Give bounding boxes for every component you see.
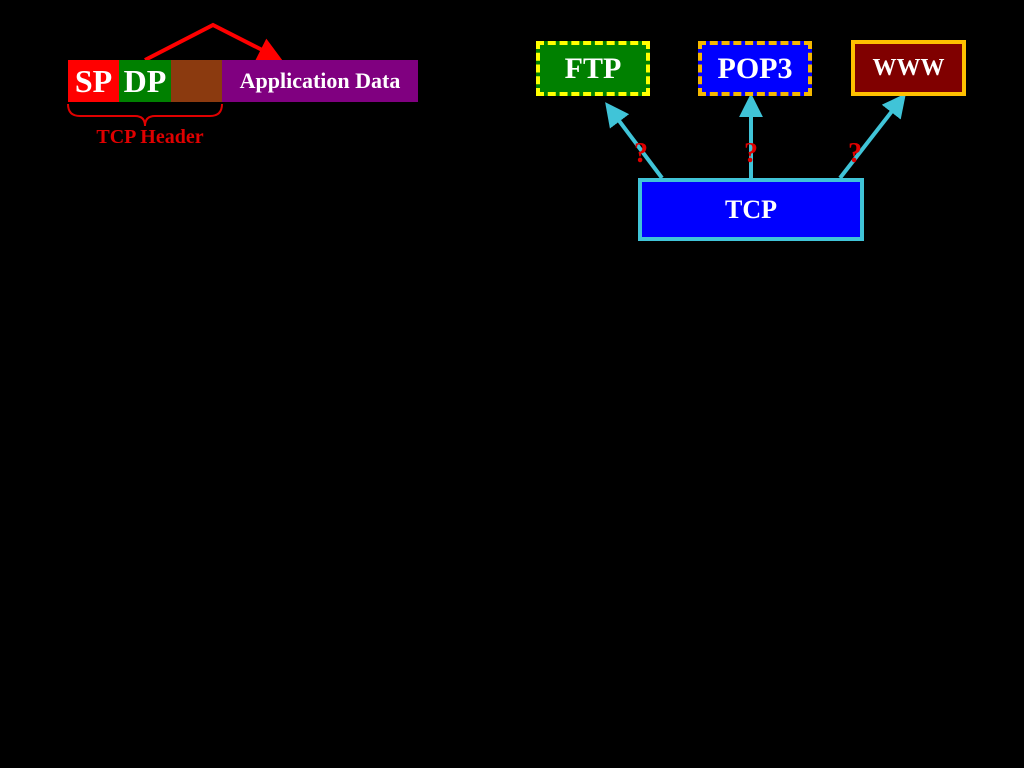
question-mark-pop3: ? — [744, 138, 758, 169]
tcp-header-label: TCP Header — [96, 126, 204, 148]
question-mark-ftp: ? — [634, 138, 648, 169]
source-port-field: SP — [68, 60, 119, 102]
tcp-header-brace — [67, 103, 223, 127]
question-mark-www: ? — [848, 138, 862, 169]
tcp-box: TCP — [638, 178, 864, 241]
ftp-box: FTP — [536, 41, 650, 96]
tcp-to-ftp-arrow — [605, 102, 664, 180]
destination-port-field: DP — [119, 60, 171, 102]
dp-to-app-arrow — [144, 22, 283, 62]
tcp-to-www-arrow — [838, 93, 906, 180]
pop3-box: POP3 — [698, 41, 812, 96]
other-header-field — [171, 60, 222, 102]
application-data-field: Application Data — [222, 60, 418, 102]
www-box: WWW — [851, 40, 966, 96]
